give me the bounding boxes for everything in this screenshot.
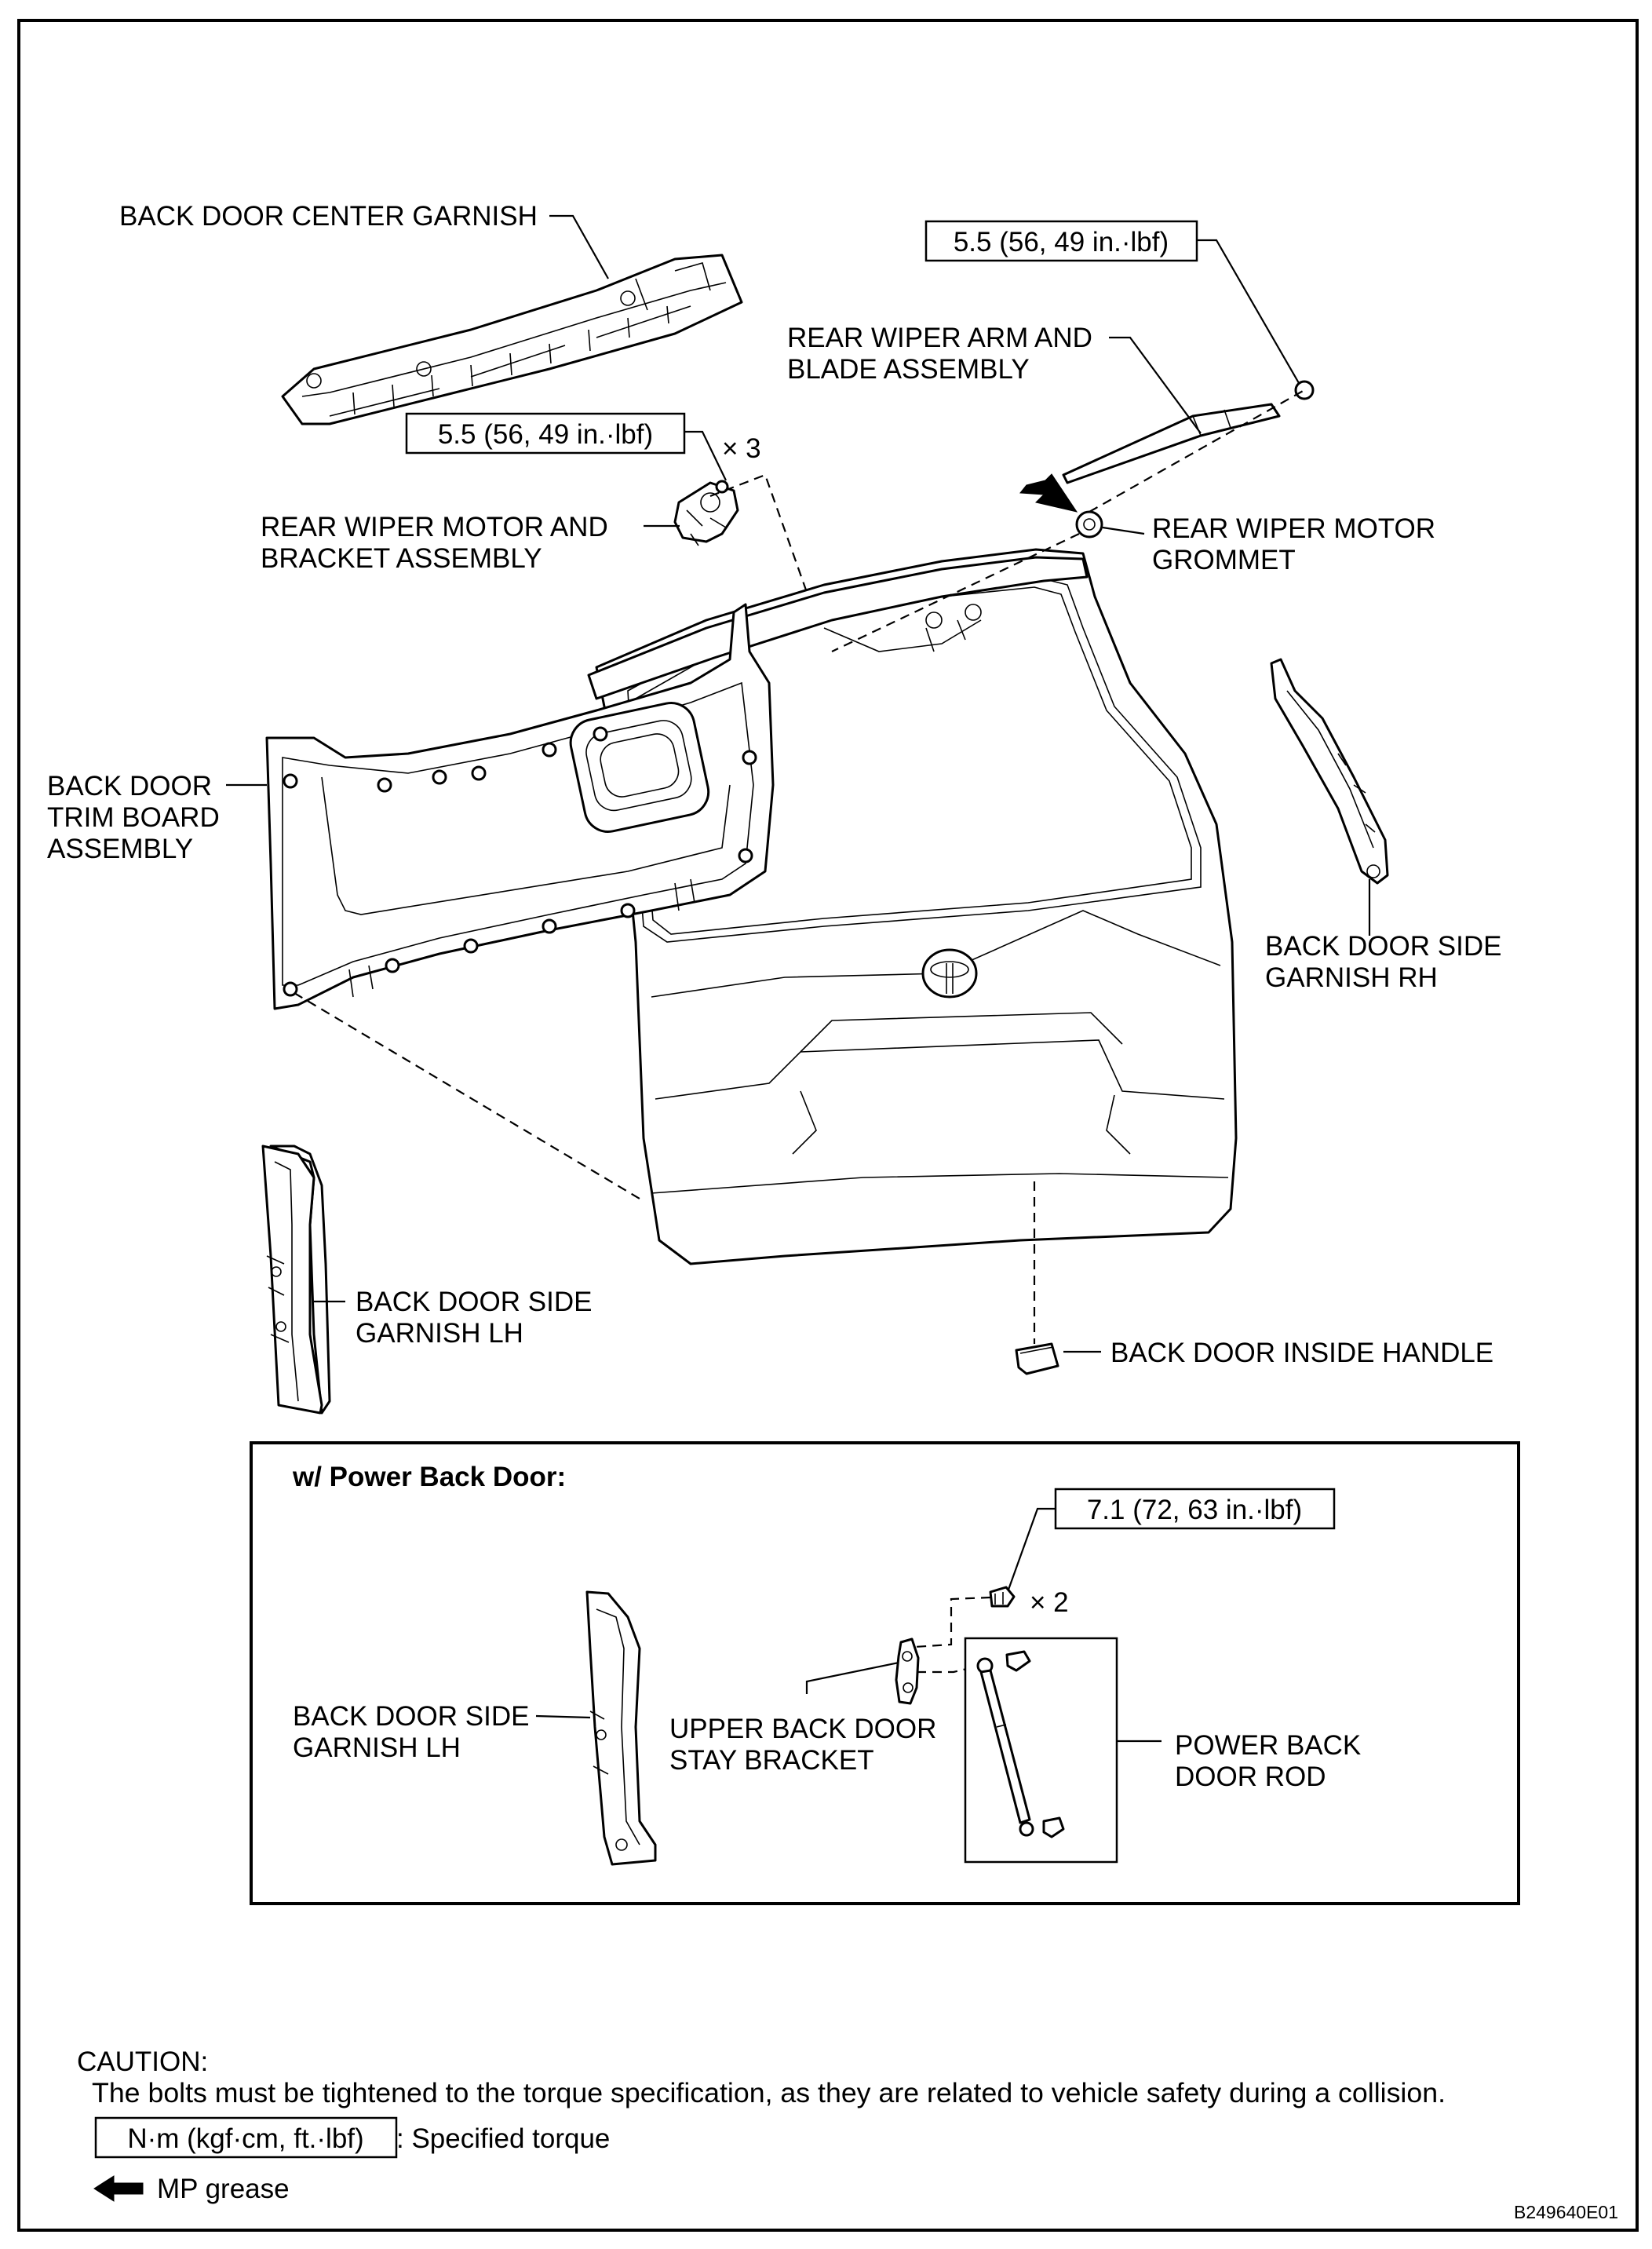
legend-torque-box (94, 2116, 398, 2159)
clip-icon (283, 726, 757, 997)
inside-handle-illustration (1015, 1342, 1059, 1375)
wiper-arm-illustration (1062, 380, 1315, 484)
caution-text: The bolts must be tightened to the torqu… (92, 2078, 1446, 2108)
back-door-illustration (587, 548, 1238, 1265)
label-wiper-arm-1: REAR WIPER ARM AND (787, 323, 1092, 353)
torque-value-bracket: 7.1 (72, 63 in.·lbf) (1087, 1495, 1302, 1525)
side-garnish-rh-illustration (1270, 658, 1389, 885)
legend-grease-desc: MP grease (157, 2174, 290, 2204)
inset-side-garnish-lh-illustration (585, 1590, 657, 1866)
label-side-rh-2: GARNISH RH (1265, 962, 1438, 993)
label-inside-handle: BACK DOOR INSIDE HANDLE (1110, 1338, 1493, 1368)
label-side-lh-2: GARNISH LH (356, 1318, 523, 1349)
label-side-lh-1: BACK DOOR SIDE (356, 1287, 592, 1317)
wiper-motor-illustration (673, 480, 739, 546)
label-side-rh-1: BACK DOOR SIDE (1265, 931, 1501, 962)
legend-grease-arrow-icon (93, 2175, 144, 2202)
outer-frame (17, 19, 1639, 2232)
label-wiper-motor-1: REAR WIPER MOTOR AND (261, 512, 608, 542)
torque-box-wiper-motor (405, 412, 686, 455)
side-garnish-lh-illustration (261, 1145, 331, 1415)
bolt-icon (989, 1586, 1016, 1608)
label-trim-board-2: TRIM BOARD (47, 802, 220, 833)
inset-label-side-lh-1: BACK DOOR SIDE (293, 1701, 529, 1732)
emblem-icon (921, 948, 978, 999)
label-wiper-arm-2: BLADE ASSEMBLY (787, 354, 1030, 385)
torque-value-wiper-motor: 5.5 (56, 49 in.·lbf) (438, 419, 653, 450)
label-wiper-motor-2: BRACKET ASSEMBLY (261, 543, 542, 574)
inset-label-bracket-2: STAY BRACKET (669, 1745, 874, 1776)
qty-x3: × 3 (722, 433, 761, 464)
center-garnish-illustration (281, 254, 743, 425)
inset-label-rod-2: DOOR ROD (1175, 1762, 1326, 1792)
torque-box-bracket (1054, 1488, 1336, 1530)
inset-label-side-lh-2: GARNISH LH (293, 1732, 461, 1763)
power-back-door-inset: w/ Power Back Door: 7.1 (72, 63 in.·lbf)… (250, 1441, 1520, 1905)
legend-torque-unit: N·m (kgf·cm, ft.·lbf) (127, 2123, 363, 2154)
label-grommet-1: REAR WIPER MOTOR (1152, 513, 1435, 544)
label-grommet-2: GROMMET (1152, 545, 1296, 575)
inset-title: w/ Power Back Door: (292, 1462, 566, 1492)
caution-title: CAUTION: (77, 2046, 208, 2077)
leader-lines (226, 214, 1371, 1353)
figure-id: B249640E01 (1514, 2202, 1618, 2222)
assembly-lines (294, 389, 1305, 1344)
wiper-arm-nut-icon (1294, 380, 1315, 400)
legend-torque-desc: : Specified torque (396, 2123, 610, 2154)
label-center-garnish: BACK DOOR CENTER GARNISH (119, 201, 538, 232)
grommet-icon (1075, 510, 1103, 539)
trim-board-illustration (265, 603, 775, 1010)
stay-bracket-illustration (895, 1637, 920, 1705)
grease-arrow-icon (1019, 473, 1078, 513)
inset-label-bracket-1: UPPER BACK DOOR (669, 1714, 936, 1744)
inset-label-rod-1: POWER BACK (1175, 1730, 1361, 1761)
qty-x2: × 2 (1030, 1587, 1069, 1618)
label-trim-board-3: ASSEMBLY (47, 834, 193, 864)
label-trim-board-1: BACK DOOR (47, 771, 212, 801)
torque-value-wiper-arm: 5.5 (56, 49 in.·lbf) (954, 227, 1169, 257)
torque-box-wiper-arm (924, 220, 1198, 262)
inset-frame (250, 1441, 1520, 1905)
power-door-rod-illustration (976, 1650, 1065, 1838)
